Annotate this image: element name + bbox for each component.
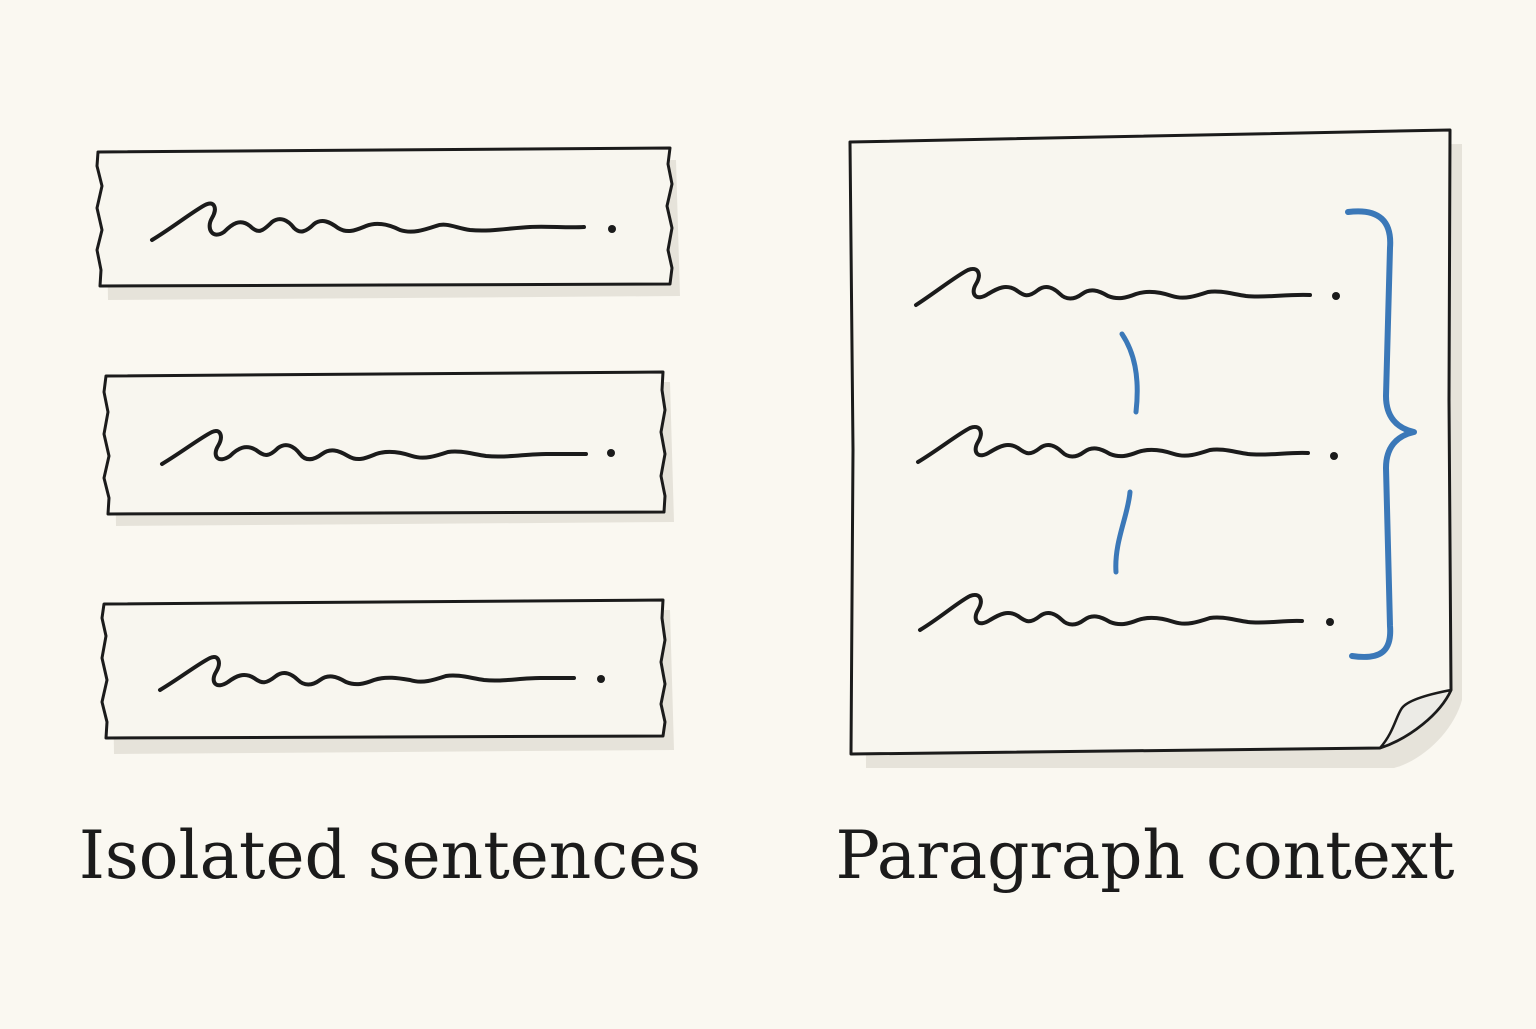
sentence-period — [607, 449, 615, 457]
paragraph-line-2 — [916, 425, 1310, 464]
paragraph-line-3 — [918, 593, 1304, 632]
paragraph-line-1 — [914, 267, 1312, 307]
page-curl-icon — [1378, 688, 1453, 750]
sentence-period — [1326, 618, 1334, 626]
sentence-strip-3 — [100, 598, 674, 754]
handwritten-sentence-icon — [160, 429, 588, 466]
paragraph-page — [848, 128, 1453, 756]
isolated-sentences-caption: Isolated sentences — [78, 817, 702, 894]
sentence-strip-1 — [95, 146, 680, 300]
sentence-period — [1330, 452, 1338, 460]
handwritten-sentence-icon — [150, 201, 586, 242]
sentence-period — [597, 675, 605, 683]
sentence-strip-2 — [102, 370, 674, 526]
context-link-icon — [1119, 331, 1140, 415]
paragraph-context-caption: Paragraph context — [835, 817, 1455, 894]
sentence-period — [608, 225, 616, 233]
context-link-icon — [1113, 489, 1133, 575]
isolated-sentences-group — [95, 146, 680, 754]
handwritten-sentence-icon — [158, 655, 576, 692]
paragraph-context-group — [848, 128, 1462, 768]
right-curly-brace-icon — [1345, 208, 1417, 660]
sentence-period — [1332, 292, 1340, 300]
